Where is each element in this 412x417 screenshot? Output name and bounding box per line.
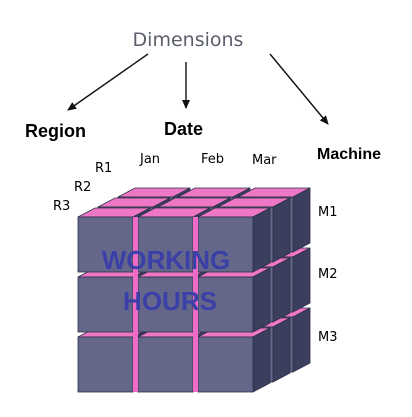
dimension-date: Date [164, 119, 203, 139]
date-label-mar: Mar [252, 153, 277, 168]
cube-cell-r3-c1-m1-front [77, 216, 134, 273]
cube-cell-r2-c3-m1-side [272, 197, 291, 263]
cube-cell-r1-c3-m3-side [292, 307, 311, 373]
cube-cell-r3-c3-m3-front [197, 336, 254, 393]
cube-cell-r3-c3-m2-front [197, 276, 254, 333]
arrow-to-machine [269, 53, 329, 125]
cube-cell-r3-c3-m2-side [252, 267, 271, 333]
date-label-feb: Feb [201, 152, 224, 167]
measure-label-line1: WORKING [102, 245, 231, 275]
machine-label-m2: M2 [318, 267, 338, 282]
region-label-r1: R1 [95, 161, 112, 176]
cube-cell-r1-c3-m2-side [292, 247, 311, 313]
cube-cell-r3-c3-m1-side [252, 207, 271, 273]
cube-cell-r3-c3-m3-side [252, 327, 271, 393]
machine-label-m3: M3 [318, 330, 338, 345]
date-label-jan: Jan [139, 152, 160, 167]
divider-vertical-2 [193, 217, 198, 392]
region-label-r2: R2 [74, 180, 91, 195]
cube-cell-r3-c1-m2-front [77, 276, 134, 333]
dimension-region: Region [25, 121, 86, 141]
measure-label-line2: HOURS [123, 286, 217, 316]
arrow-to-region [67, 53, 149, 111]
machine-label-m1: M1 [318, 205, 338, 220]
dimension-machine: Machine [317, 146, 381, 163]
data-cube [77, 187, 311, 393]
diagram-title: Dimensions [133, 29, 244, 51]
cube-cell-r3-c2-m2-front [137, 276, 194, 333]
cube-cell-r1-c3-m1-side [292, 187, 311, 253]
cube-cell-r3-c1-m3-front [77, 336, 134, 393]
divider-vertical-1 [133, 217, 138, 392]
cube-cell-r2-c3-m3-side [272, 317, 291, 383]
region-label-r3: R3 [53, 199, 70, 214]
cube-cell-r2-c3-m2-side [272, 257, 291, 323]
cube-cell-r3-c2-m3-front [137, 336, 194, 393]
